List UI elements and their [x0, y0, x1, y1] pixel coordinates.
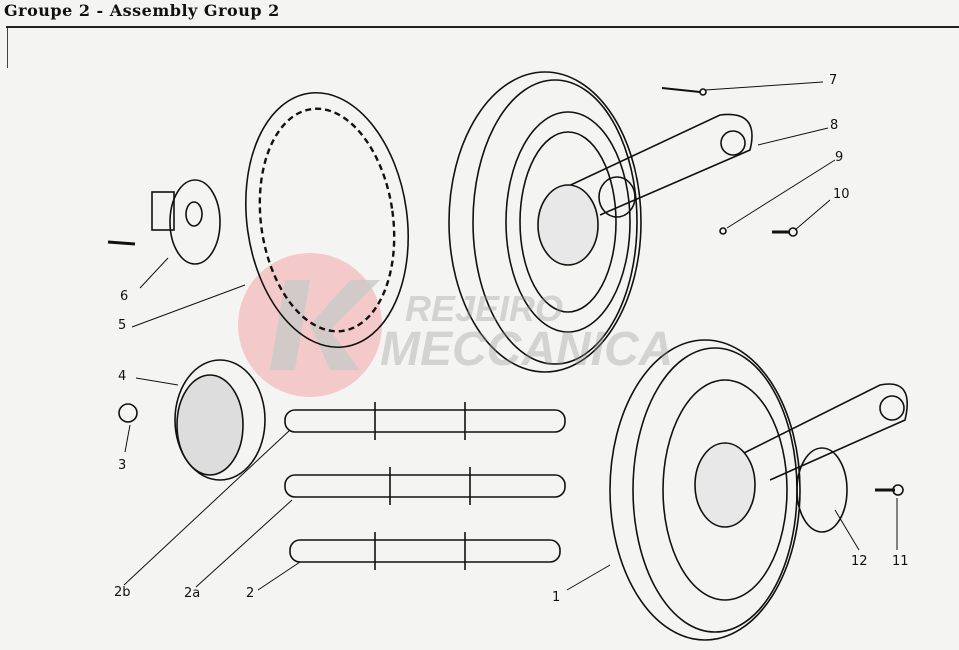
callout-6: 6	[120, 289, 129, 304]
watermark-text-line1: REJEIRO	[405, 288, 564, 329]
shafts	[284, 402, 566, 570]
callout-12: 12	[851, 554, 868, 569]
part-1-flywheel-lower	[609, 339, 909, 641]
part-5-internal-gear-ring	[245, 91, 409, 349]
callout-10: 10	[833, 187, 850, 202]
callout-11: 11	[892, 554, 909, 569]
page-title: Groupe 2 - Assembly Group 2	[4, 1, 280, 20]
watermark-text-line2: MECCANICA	[380, 323, 674, 376]
header-divider	[6, 26, 959, 28]
callout-7: 7	[829, 73, 838, 88]
watermark-logo	[238, 253, 382, 397]
callout-4: 4	[118, 369, 127, 384]
callout-9: 9	[835, 150, 844, 165]
callout-8: 8	[830, 118, 839, 133]
callout-3: 3	[118, 458, 127, 473]
part-4-clutch-cup	[118, 359, 266, 481]
callout-2b: 2b	[114, 585, 131, 600]
part-flywheel-upper	[448, 71, 753, 373]
frame-edge	[7, 28, 8, 68]
small-parts	[661, 87, 904, 496]
callout-2a: 2a	[184, 586, 201, 601]
part-3-nut	[118, 403, 138, 423]
callout-1: 1	[552, 590, 561, 605]
part-6-flange-hub	[107, 179, 221, 265]
callout-2: 2	[246, 586, 255, 601]
leader-lines	[123, 81, 898, 591]
callout-5: 5	[118, 318, 127, 333]
